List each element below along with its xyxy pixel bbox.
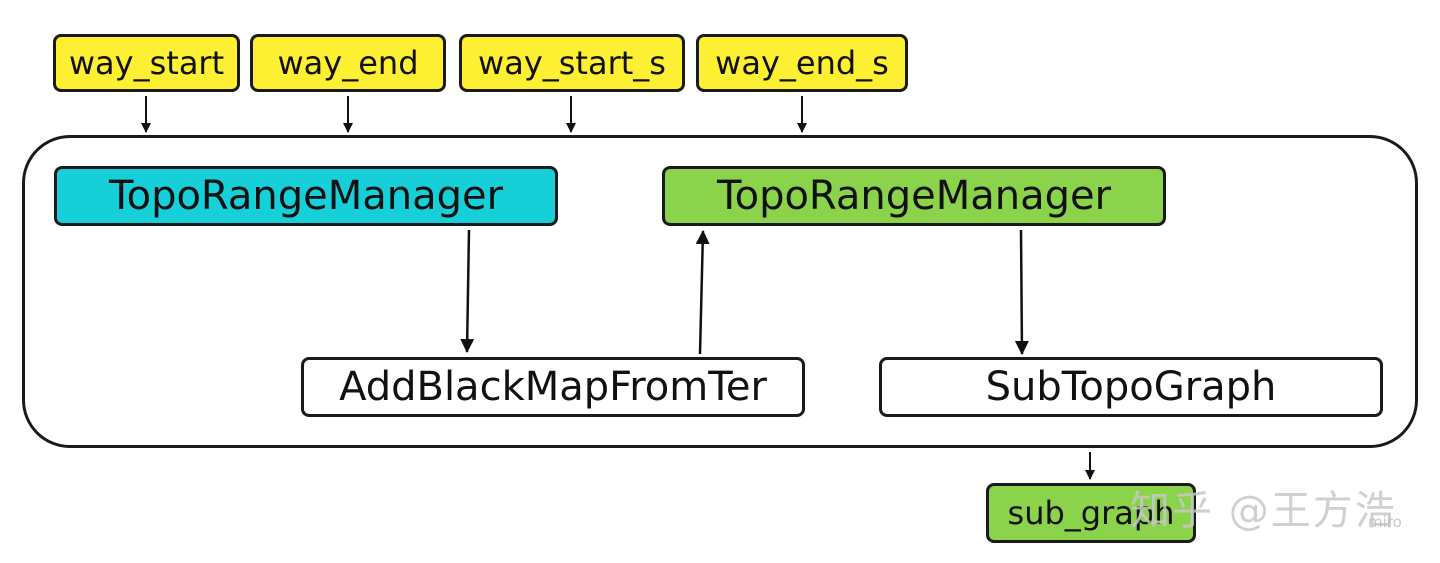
- add-black-map-node: AddBlackMapFromTer: [301, 357, 805, 417]
- input-way-end-s: way_end_s: [696, 34, 908, 92]
- add-black-map-label: AddBlackMapFromTer: [339, 364, 767, 410]
- sub-topo-graph-label: SubTopoGraph: [985, 364, 1277, 410]
- topo-range-manager-cyan: TopoRangeManager: [54, 166, 558, 226]
- pipeline-container: [22, 135, 1418, 448]
- input-way-start-s-label: way_start_s: [478, 44, 666, 82]
- output-sub-graph-label: sub_graph: [1007, 494, 1175, 532]
- input-way-start-s: way_start_s: [459, 34, 685, 92]
- input-way-end-label: way_end: [277, 44, 419, 82]
- edge-add-black-to-topo-right: [695, 230, 710, 355]
- watermark-text: 知乎 @王方浩: [1130, 488, 1397, 534]
- input-way-end-s-label: way_end_s: [715, 44, 889, 82]
- topo-range-manager-green-label: TopoRangeManager: [716, 173, 1112, 219]
- input-way-end: way_end: [250, 34, 446, 92]
- output-sub-graph: sub_graph: [986, 483, 1196, 543]
- watermark-miro: miro: [1368, 513, 1402, 531]
- edge-topo-left-to-add-black: [460, 229, 475, 353]
- input-way-start-label: way_start: [68, 44, 225, 82]
- topo-range-manager-green: TopoRangeManager: [662, 166, 1166, 226]
- edge-topo-right-to-sub-topo: [1014, 229, 1029, 355]
- input-way-start: way_start: [53, 34, 240, 92]
- topo-range-manager-cyan-label: TopoRangeManager: [108, 173, 504, 219]
- sub-topo-graph-node: SubTopoGraph: [879, 357, 1383, 417]
